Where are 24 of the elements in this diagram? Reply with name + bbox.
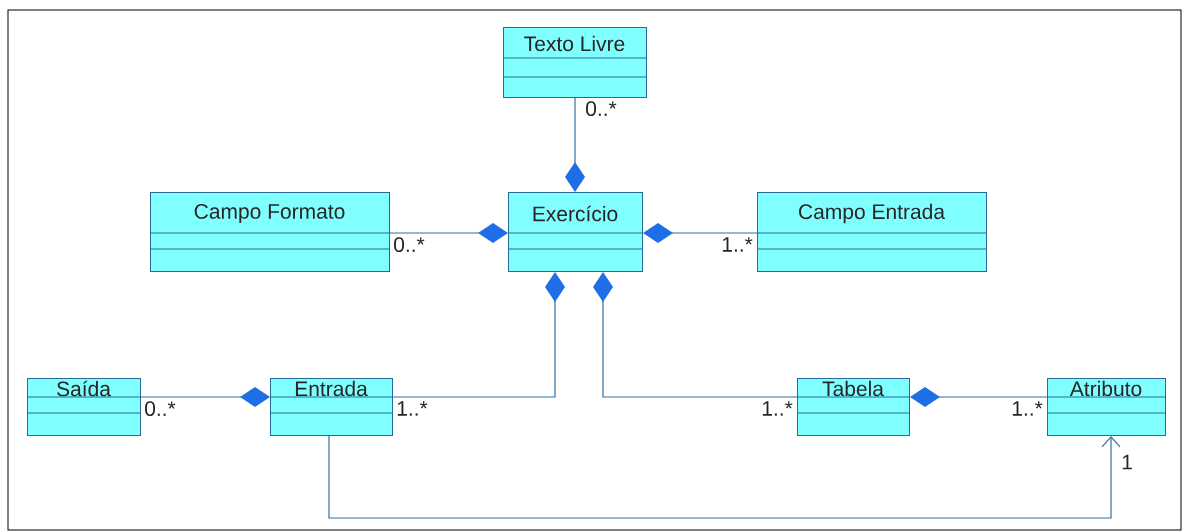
multiplicity-label: 0..* [392,236,426,254]
class-box: Atributo [1046,378,1166,436]
multiplicity-label: 1..* [720,236,754,253]
class-box: Entrada [269,378,393,436]
multiplicity-label: 1..* [395,400,429,417]
multiplicity-label: 1 [1120,453,1134,471]
composition-line [140,387,270,407]
composition-line [565,97,585,192]
composition-line [643,223,758,243]
multiplicity-label: 0..* [143,400,177,418]
multiplicity-label: 0..* [584,100,618,118]
composition-line [593,272,798,398]
class-box: Texto Livre [502,27,647,98]
multiplicity-label: 1..* [760,400,794,417]
association-arrow [328,435,1121,519]
class-box: Tabela [796,378,910,436]
composition-line [392,272,565,398]
class-box: Exercício [507,192,643,272]
class-box: Campo Formato [149,192,390,272]
class-box: Saída [26,378,141,436]
composition-line [389,223,508,243]
class-box: Campo Entrada [756,192,987,272]
multiplicity-label: 1..* [1010,400,1044,417]
composition-line [910,387,1048,407]
